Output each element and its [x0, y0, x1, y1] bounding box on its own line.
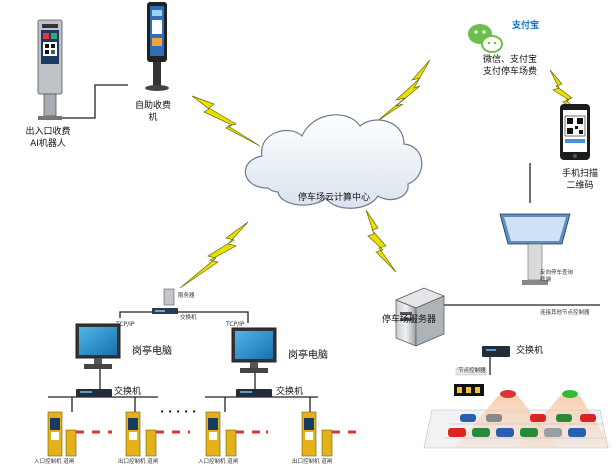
- monitor-icon-right: [231, 327, 277, 373]
- small-server-label: 服务器: [178, 293, 195, 299]
- monitor-icon-left: [75, 323, 121, 369]
- alipay-logo: 支付宝: [512, 21, 540, 31]
- server-icon: [395, 287, 445, 347]
- server-label: 停车场服务器: [382, 315, 437, 325]
- phone-icon: [560, 104, 590, 160]
- lightning-bolt-icon: [375, 59, 431, 123]
- robot-label: 出入口收费 AI机器人: [25, 127, 71, 149]
- inquiry-terminal-icon: [499, 213, 571, 285]
- gate-caption: 出口控制机 道闸: [292, 459, 333, 465]
- tcpip-right-label: TCP/IP: [226, 321, 245, 328]
- wechat-icon: [468, 24, 503, 53]
- switch-icon: [482, 346, 510, 357]
- booth-pc-right-label: 岗亭电脑: [288, 350, 328, 361]
- cloud-icon: [244, 114, 423, 209]
- gate-caption: 入口控制机 道闸: [34, 459, 75, 465]
- lightning-bolt-icon: [191, 95, 261, 147]
- booth-pc-left-label: 岗亭电脑: [132, 346, 172, 357]
- gate-group: [47, 411, 362, 457]
- kiosk-icon: [145, 2, 169, 91]
- inquiry-terminal-label: 反向停车查询 终端: [540, 270, 574, 283]
- gate-caption: 入口控制机 道闸: [198, 459, 239, 465]
- payment-label: 微信、支付宝 支付停车场费: [482, 55, 538, 77]
- node-controller-connect-label: 连接其他节点控制器: [540, 310, 590, 316]
- small-server-icon: [152, 288, 178, 314]
- robot-icon: [37, 19, 63, 120]
- cloud-label: 停车场云计算中心: [297, 193, 371, 203]
- switch-top-label: 交换机: [516, 346, 544, 356]
- switch-right-label: 交换机: [276, 387, 304, 397]
- parking-area: [423, 367, 612, 449]
- lightning-bolt-icon: [365, 209, 397, 273]
- gate-caption: 出口控制机 道闸: [118, 459, 159, 465]
- more-gates-dots: · · · · ·: [160, 405, 197, 418]
- small-switch-label: 交换机: [180, 315, 197, 321]
- tcpip-left-label: TCP/IP: [116, 321, 135, 328]
- switch-left-label: 交换机: [114, 387, 142, 397]
- node-controller-box-label: 节点控制器: [458, 368, 486, 374]
- kiosk-label: 自助收费 机: [134, 101, 172, 123]
- connection-lines: [48, 84, 600, 412]
- phone-scan-label: 手机扫描 二维码: [561, 169, 599, 191]
- lightning-bolt-icon: [179, 221, 249, 289]
